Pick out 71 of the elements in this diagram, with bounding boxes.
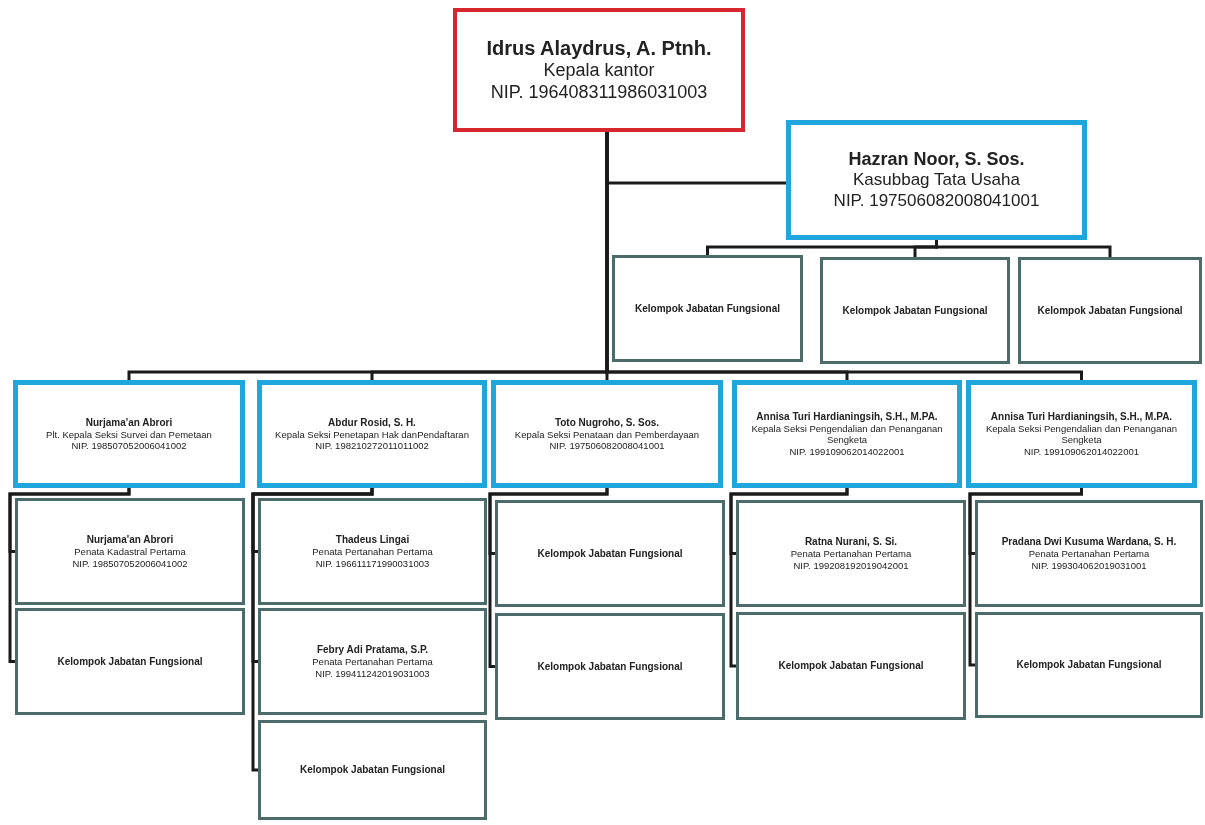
section-box — [13, 380, 245, 488]
person-name: Annisa Turi Hardianingsih, S.H., M.PA. — [756, 410, 938, 423]
unit-box — [786, 120, 1087, 240]
person-name: Thadeus Lingai — [335, 534, 410, 547]
member-box — [975, 612, 1203, 718]
section-box — [732, 380, 962, 488]
id-number: NIP. 196408311986031003 — [490, 82, 708, 104]
section-box — [491, 380, 723, 488]
member-box — [495, 613, 725, 720]
position-title: Kepala Seksi Penetapan Hak danPendaftaran — [275, 428, 469, 440]
position-title: Penata Pertanahan Pertama — [312, 656, 433, 668]
person-name: Nurjama'an Abrori — [85, 416, 173, 429]
id-number: NIP. 199304062019031001 — [1031, 559, 1147, 571]
person-name: Toto Nugroho, S. Sos. — [554, 416, 660, 429]
group-title: Kelompok Jabatan Fungsional — [635, 302, 780, 315]
id-number: NIP. 199411242019031003 — [315, 667, 430, 679]
connector-line — [935, 240, 1112, 257]
member-box — [975, 500, 1203, 607]
member-box — [15, 498, 245, 605]
position-title: Kepala kantor — [543, 60, 655, 82]
member-box — [495, 500, 725, 607]
person-name: Hazran Noor, S. Sos. — [848, 148, 1025, 171]
id-number: NIP. 198507052006041002 — [71, 440, 187, 452]
id-number: NIP. 198507052006041002 — [72, 557, 188, 569]
position-title: Kepala Seksi Penataan dan Pemberdayaan — [514, 428, 700, 440]
section-box — [966, 380, 1197, 488]
connector-line — [8, 488, 131, 663]
member-box — [258, 608, 487, 715]
person-name: Febry Adi Pratama, S.P. — [316, 644, 429, 657]
group-title: Kelompok Jabatan Fungsional — [842, 304, 988, 317]
id-number: NIP. 196611171990031003 — [315, 557, 430, 569]
group-title: Kelompok Jabatan Fungsional — [537, 547, 683, 560]
position-title: Kepala Seksi Pengendalian dan Penanganan Sengketa — [984, 422, 1179, 446]
id-number: NIP. 199208192019042001 — [793, 559, 909, 571]
position-title: Kepala Seksi Pengendalian dan Penanganan Sengketa — [750, 422, 944, 446]
member-box — [736, 500, 966, 607]
connector-line — [729, 488, 849, 668]
position-title: Kasubbag Tata Usaha — [853, 170, 1020, 191]
position-title: Plt. Kepala Seksi Survei dan Pemetaan — [46, 428, 212, 440]
connector-line — [251, 488, 374, 772]
person-name: Ratna Nurani, S. Si. — [804, 536, 898, 549]
group-title: Kelompok Jabatan Fungsional — [1037, 304, 1183, 317]
id-number: NIP. 198210272011011002 — [315, 440, 429, 452]
member-box — [612, 255, 803, 362]
person-name: Annisa Turi Hardianingsih, S.H., M.PA. — [990, 410, 1173, 423]
member-box — [15, 608, 245, 715]
position-title: Penata Pertanahan Pertama — [1028, 548, 1150, 560]
member-box — [736, 612, 966, 720]
id-number: NIP. 199109062014022001 — [1024, 445, 1139, 458]
group-title: Kelompok Jabatan Fungsional — [57, 655, 203, 668]
group-title: Kelompok Jabatan Fungsional — [1016, 659, 1162, 671]
group-title: Kelompok Jabatan Fungsional — [778, 660, 924, 672]
connector-line — [488, 488, 609, 668]
member-box — [820, 257, 1010, 364]
group-title: Kelompok Jabatan Fungsional — [300, 764, 445, 776]
position-title: Penata Pertanahan Pertama — [790, 548, 912, 560]
id-number: NIP. 199109062014022001 — [789, 445, 905, 458]
member-box — [258, 498, 487, 605]
person-name: Nurjama'an Abrori — [86, 534, 174, 547]
id-number: NIP. 197506082008041001 — [549, 440, 665, 452]
person-name: Pradana Dwi Kusuma Wardana, S. H. — [1001, 536, 1177, 549]
member-box — [1018, 257, 1202, 364]
head-box — [453, 8, 745, 132]
group-title: Kelompok Jabatan Fungsional — [537, 660, 683, 673]
person-name: Abdur Rosid, S. H. — [328, 416, 416, 429]
member-box — [258, 720, 487, 820]
position-title: Penata Kadastral Pertama — [74, 546, 186, 558]
position-title: Penata Pertanahan Pertama — [312, 546, 433, 558]
section-box — [257, 380, 487, 488]
id-number: NIP. 197506082008041001 — [833, 190, 1040, 212]
person-name: Idrus Alaydrus, A. Ptnh. — [486, 36, 712, 61]
